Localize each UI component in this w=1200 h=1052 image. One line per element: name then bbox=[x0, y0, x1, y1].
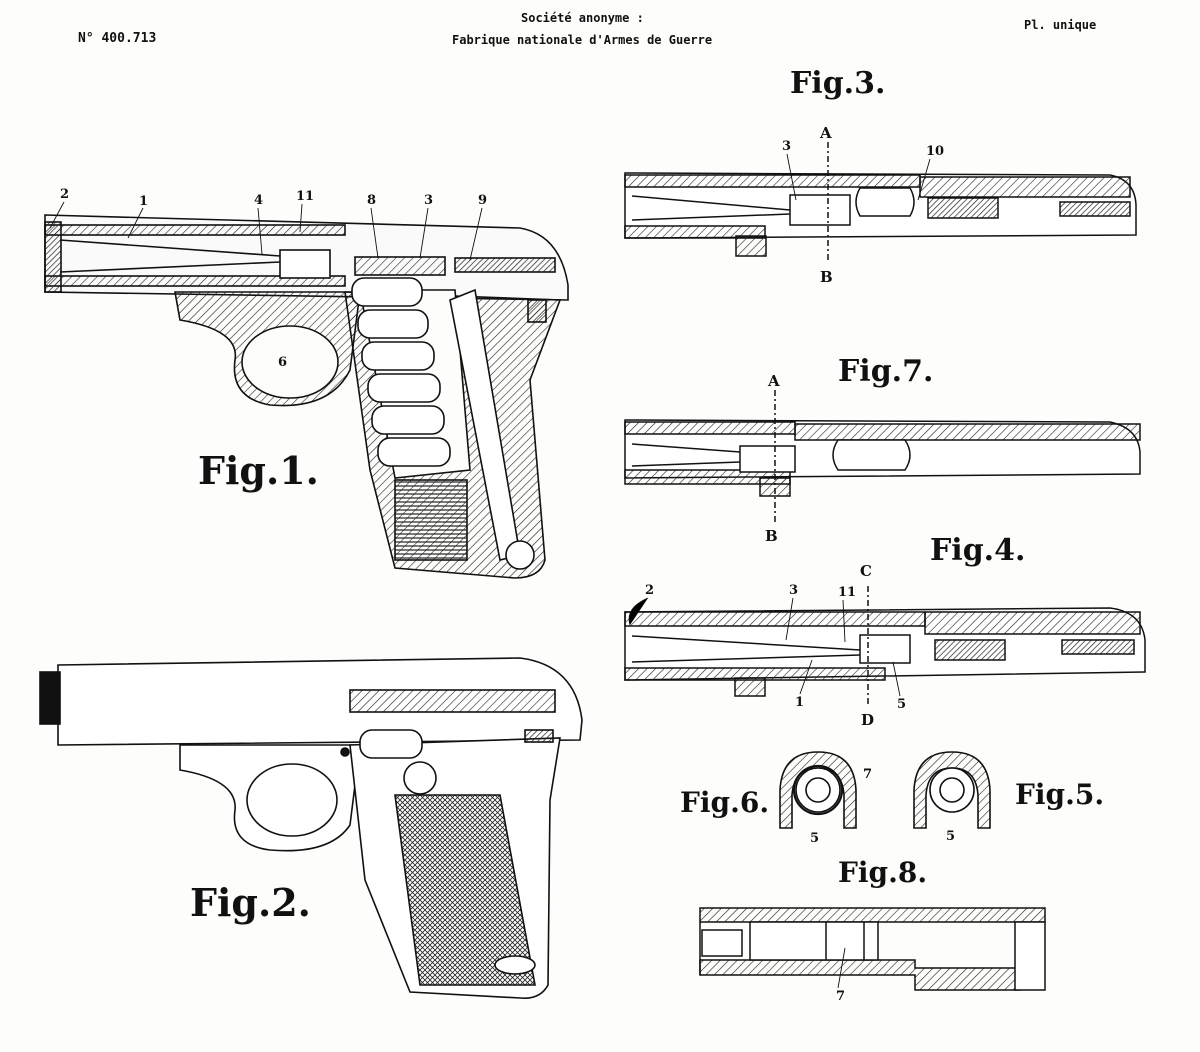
fig1-callout-8: 8 bbox=[367, 193, 376, 208]
fig1-callout-4: 4 bbox=[254, 193, 263, 208]
fig3-callout-3: 3 bbox=[782, 139, 791, 154]
fig4-callout-1: 1 bbox=[795, 695, 804, 710]
fig6-callouts: 7 5 bbox=[810, 767, 872, 846]
plate-label: Pl. unique bbox=[1024, 18, 1097, 32]
fig5-callouts: 5 bbox=[946, 829, 955, 844]
fig6-callout-7: 7 bbox=[863, 767, 872, 782]
fig7-callouts: A B bbox=[765, 372, 780, 545]
fig3-callout-10: 10 bbox=[926, 144, 944, 159]
company-line-1: Société anonyme : bbox=[521, 11, 644, 25]
fig8-barrel-section bbox=[699, 907, 1046, 991]
fig1-callout-6: 6 bbox=[278, 355, 287, 370]
fig8-callout-7: 7 bbox=[836, 989, 845, 1004]
fig7-callout-B: B bbox=[765, 527, 778, 545]
fig4-callout-C: C bbox=[860, 562, 872, 580]
fig4-label: Fig.4. bbox=[930, 533, 1026, 568]
fig8-label: Fig.8. bbox=[838, 856, 928, 889]
fig4-callouts: 2 3 11 C 1 D 5 bbox=[628, 562, 906, 729]
fig3-label: Fig.3. bbox=[790, 66, 886, 101]
fig5-callout-5: 5 bbox=[946, 829, 955, 844]
fig1-callout-9: 9 bbox=[478, 193, 487, 208]
fig3-callout-A: A bbox=[819, 124, 832, 142]
fig5-cross-section bbox=[913, 751, 991, 829]
fig2-label: Fig.2. bbox=[190, 880, 311, 925]
fig4-callout-D: D bbox=[861, 711, 874, 729]
fig7-callout-A: A bbox=[767, 372, 780, 390]
fig3-slide-section bbox=[624, 142, 1137, 262]
fig4-callout-11: 11 bbox=[838, 585, 856, 600]
fig1-pistol-section bbox=[44, 214, 569, 579]
fig6-label: Fig.6. bbox=[680, 786, 770, 819]
fig4-callout-2: 2 bbox=[645, 583, 654, 598]
fig6-callout-5: 5 bbox=[810, 831, 819, 846]
fig1-callout-3: 3 bbox=[424, 193, 433, 208]
company-line-2: Fabrique nationale d'Armes de Guerre bbox=[452, 33, 713, 47]
patent-number: N° 400.713 bbox=[78, 31, 157, 46]
fig4-slide-section bbox=[624, 586, 1146, 706]
fig2-pistol-side bbox=[39, 657, 583, 1000]
fig4-callout-5: 5 bbox=[897, 697, 906, 712]
fig8-callouts: 7 bbox=[836, 947, 846, 1004]
fig7-label: Fig.7. bbox=[838, 354, 934, 389]
fig3-callouts: 3 A 10 B bbox=[782, 124, 944, 286]
fig6-cross-section bbox=[779, 751, 857, 829]
fig1-callouts: 2 1 4 11 8 3 9 6 bbox=[49, 187, 487, 370]
fig3-callout-B: B bbox=[820, 268, 833, 286]
fig1-callout-2: 2 bbox=[60, 187, 69, 202]
fig5-label: Fig.5. bbox=[1015, 778, 1105, 811]
fig1-label: Fig.1. bbox=[198, 448, 319, 493]
fig4-callout-3: 3 bbox=[789, 583, 798, 598]
fig1-callout-1: 1 bbox=[139, 194, 148, 209]
fig1-callout-11: 11 bbox=[296, 189, 314, 204]
fig7-slide-section bbox=[624, 390, 1141, 525]
